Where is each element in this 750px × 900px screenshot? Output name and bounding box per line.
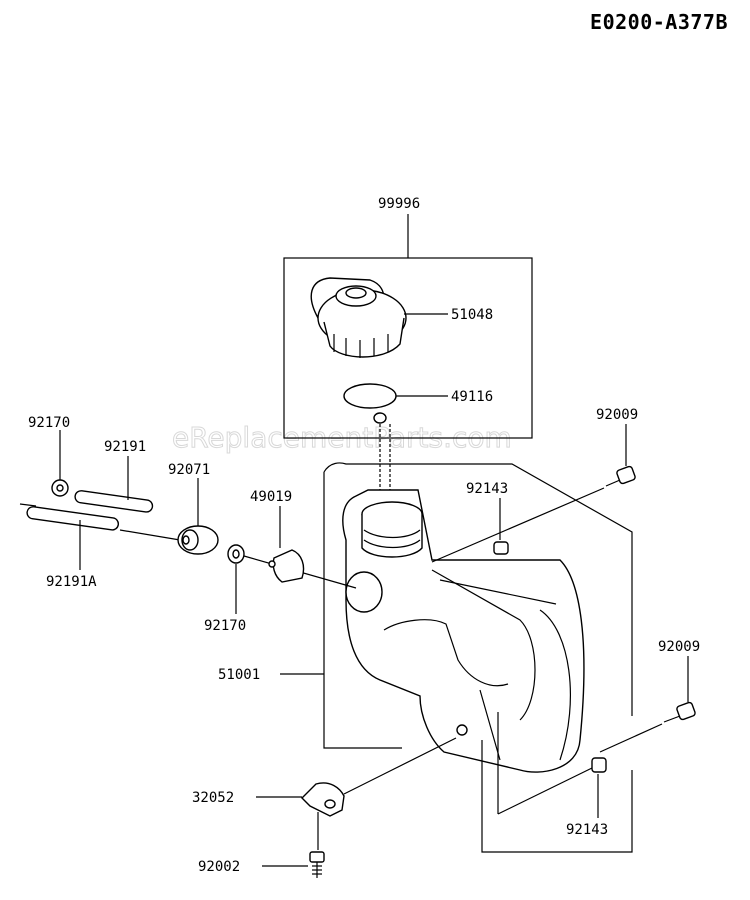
label-92071[interactable]: 92071 [168, 462, 210, 478]
hose-92191A-part[interactable]: 92191A [19, 503, 120, 590]
label-92170-bottom[interactable]: 92170 [204, 618, 246, 634]
cap-assembly-group: 99996 [283, 196, 533, 439]
fuel-cap-part[interactable]: 51048 [310, 277, 493, 358]
bolt-92009-right-part[interactable]: 92009 [658, 639, 700, 723]
label-92170-top[interactable]: 92170 [28, 415, 70, 431]
label-92002[interactable]: 92002 [198, 859, 240, 875]
clip-92170-bottom-part[interactable]: 92170 [204, 544, 246, 634]
label-92009-top[interactable]: 92009 [596, 407, 638, 423]
label-92191[interactable]: 92191 [104, 439, 146, 455]
diagram-code: E0200-A377B [590, 10, 728, 34]
label-49019[interactable]: 49019 [250, 489, 292, 505]
label-49116[interactable]: 49116 [451, 389, 493, 405]
label-51001[interactable]: 51001 [218, 667, 260, 683]
cap-gasket-part[interactable]: 49116 [343, 383, 493, 424]
label-92191A[interactable]: 92191A [46, 574, 97, 590]
label-92009-right[interactable]: 92009 [658, 639, 700, 655]
spacer-92143-bottom-part[interactable]: 92143 [566, 757, 608, 838]
filter-92071-part[interactable]: 92071 [168, 462, 219, 555]
bolt-92009-top-part[interactable]: 92009 [596, 407, 638, 487]
fuel-tank-part[interactable]: 51001 [218, 462, 633, 773]
label-32052[interactable]: 32052 [192, 790, 234, 806]
label-51048[interactable]: 51048 [451, 307, 493, 323]
label-92143-bottom[interactable]: 92143 [566, 822, 608, 838]
clip-92170-top-part[interactable]: 92170 [28, 415, 70, 497]
grommet-49019-part[interactable]: 49019 [250, 489, 305, 583]
bracket-32052-part[interactable]: 32052 [192, 782, 345, 817]
spacer-92143-top-part[interactable]: 92143 [466, 481, 509, 555]
label-92143-top[interactable]: 92143 [466, 481, 508, 497]
label-99996[interactable]: 99996 [378, 196, 420, 212]
hose-92191-part[interactable]: 92191 [74, 439, 154, 513]
screw-92002-part[interactable]: 92002 [198, 851, 325, 878]
